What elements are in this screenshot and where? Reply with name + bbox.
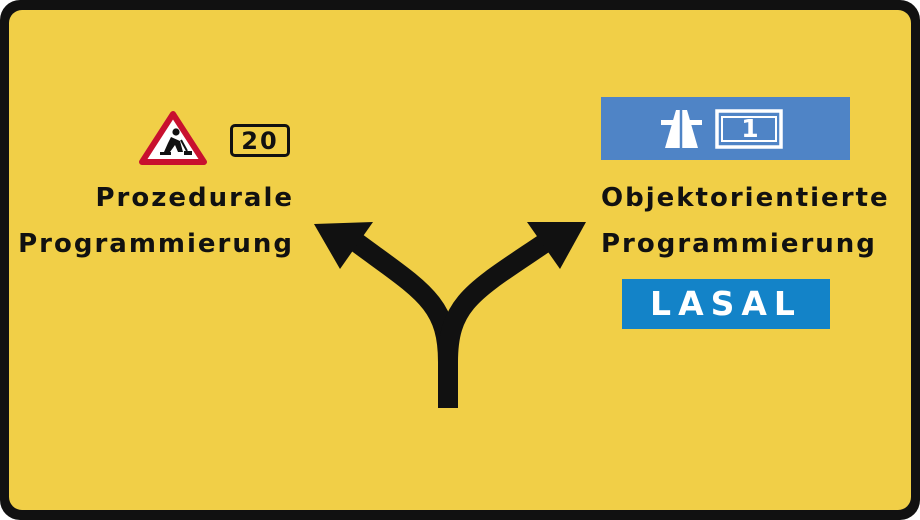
- right-destination-line-1: Objektorientierte: [601, 183, 890, 213]
- route-number-plate: [715, 109, 783, 149]
- motorway-panel: [601, 97, 850, 160]
- route-number: 1: [741, 114, 759, 143]
- motorway-icon: [661, 110, 702, 148]
- left-destination-line-1: Prozedurale: [95, 183, 294, 213]
- fork-arrow-icon: [314, 222, 586, 408]
- left-destination-line-2: Programmierung: [18, 229, 294, 259]
- speed-limit-box: 20: [230, 124, 290, 157]
- lasal-logo: LASAL: [622, 279, 830, 329]
- right-destination-line-2: Programmierung: [601, 229, 877, 259]
- sign-background: [9, 10, 911, 510]
- road-works-warning-icon: [139, 111, 207, 165]
